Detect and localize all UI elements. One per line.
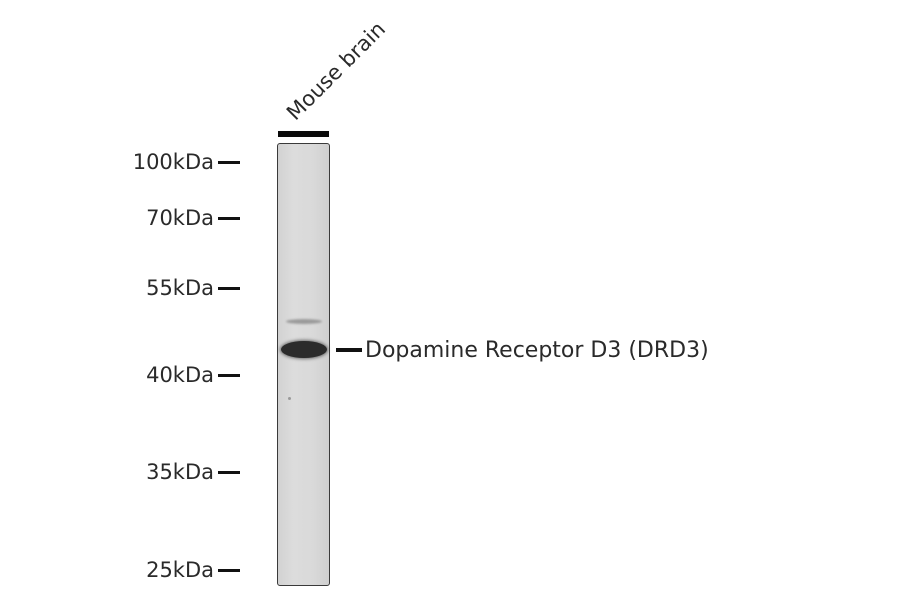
marker-label: 25kDa bbox=[146, 558, 214, 582]
marker-label: 100kDa bbox=[132, 150, 214, 174]
marker-tick bbox=[218, 216, 240, 220]
main-band bbox=[281, 341, 327, 358]
background-speck bbox=[288, 397, 291, 400]
marker-label: 35kDa bbox=[146, 460, 214, 484]
marker-label: 70kDa bbox=[146, 206, 214, 230]
marker-tick bbox=[218, 568, 240, 572]
marker-55kda: 55kDa bbox=[146, 276, 240, 300]
marker-label: 40kDa bbox=[146, 363, 214, 387]
sample-lane-bar bbox=[278, 131, 329, 137]
target-label: Dopamine Receptor D3 (DRD3) bbox=[365, 337, 709, 363]
marker-tick bbox=[218, 286, 240, 290]
marker-40kda: 40kDa bbox=[146, 363, 240, 387]
target-pointer bbox=[336, 348, 362, 352]
marker-label: 55kDa bbox=[146, 276, 214, 300]
target-annotation: Dopamine Receptor D3 (DRD3) bbox=[336, 337, 709, 363]
marker-25kda: 25kDa bbox=[146, 558, 240, 582]
blot-lane bbox=[277, 143, 330, 586]
marker-tick bbox=[218, 470, 240, 474]
faint-band bbox=[286, 319, 322, 324]
marker-tick bbox=[218, 373, 240, 377]
marker-35kda: 35kDa bbox=[146, 460, 240, 484]
marker-70kda: 70kDa bbox=[146, 206, 240, 230]
marker-tick bbox=[218, 160, 240, 164]
marker-100kda: 100kDa bbox=[133, 150, 240, 174]
sample-label: Mouse brain bbox=[282, 16, 391, 125]
